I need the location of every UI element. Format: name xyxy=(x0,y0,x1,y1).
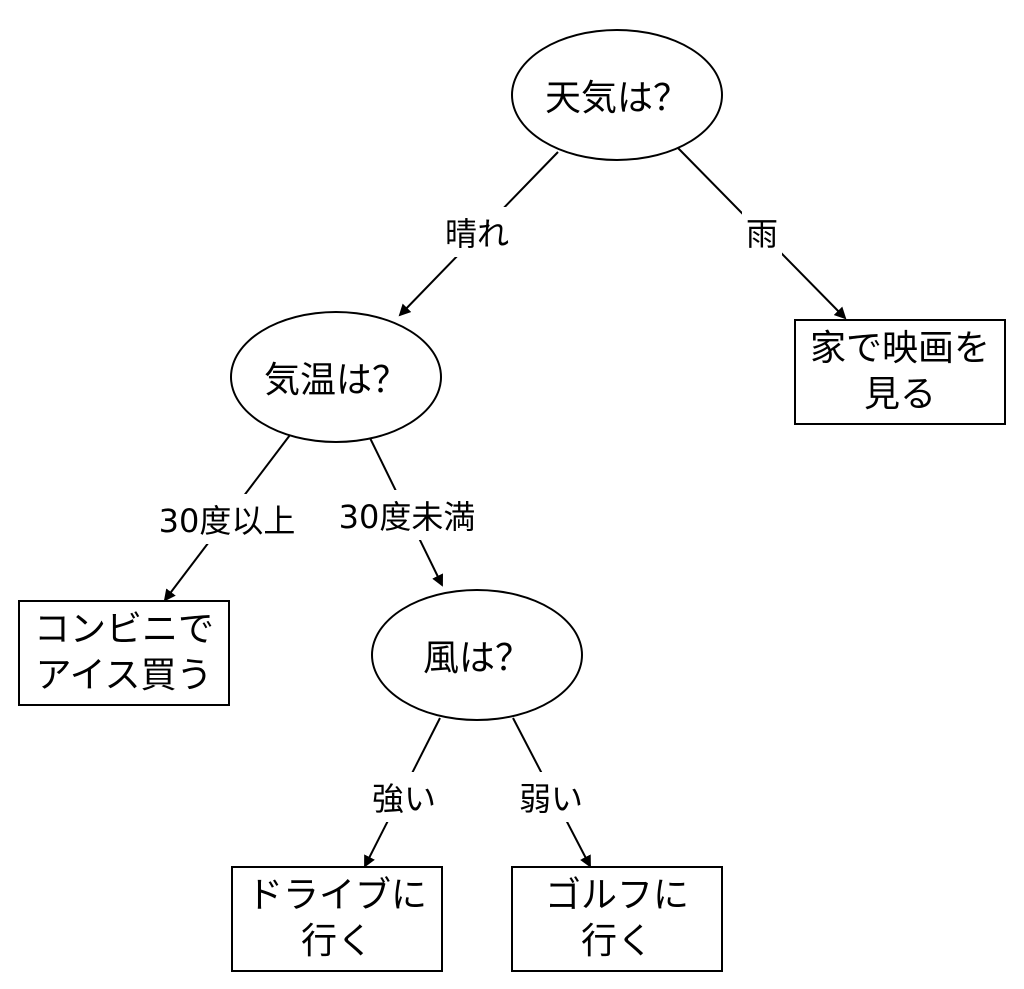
node-wind: 風は？ xyxy=(371,589,583,721)
node-drive: ドライブに 行く xyxy=(231,866,443,972)
node-golf-line-2: 行く xyxy=(580,921,653,962)
node-movie-line-1: 家で映画を xyxy=(809,328,990,369)
node-icecream-line-1: コンビニで xyxy=(33,609,214,650)
edge-label-sunny: 晴れ xyxy=(440,207,514,257)
node-icecream: コンビニで アイス買う xyxy=(18,600,230,706)
node-drive-line-2: 行く xyxy=(300,921,373,962)
node-temperature-label: 気温は？ xyxy=(263,360,408,401)
edge-label-strong: 強い xyxy=(367,772,441,822)
node-movie-line-2: 見る xyxy=(863,374,936,415)
edge-label-weak: 弱い xyxy=(514,772,588,822)
node-weather: 天気は？ xyxy=(511,29,723,161)
node-weather-label: 天気は？ xyxy=(544,78,689,119)
node-drive-line-1: ドライブに xyxy=(246,875,427,916)
edge-label-rain: 雨 xyxy=(741,207,783,257)
node-temperature: 気温は？ xyxy=(230,311,442,443)
node-wind-label: 風は？ xyxy=(422,638,531,679)
node-golf-line-1: ゴルフに xyxy=(544,875,689,916)
edge-label-hot: 30度以上 xyxy=(154,494,300,544)
node-movie: 家で映画を 見る xyxy=(794,319,1006,425)
edge-label-cool: 30度未満 xyxy=(334,490,480,540)
node-golf: ゴルフに 行く xyxy=(511,866,723,972)
node-icecream-line-2: アイス買う xyxy=(35,655,213,696)
